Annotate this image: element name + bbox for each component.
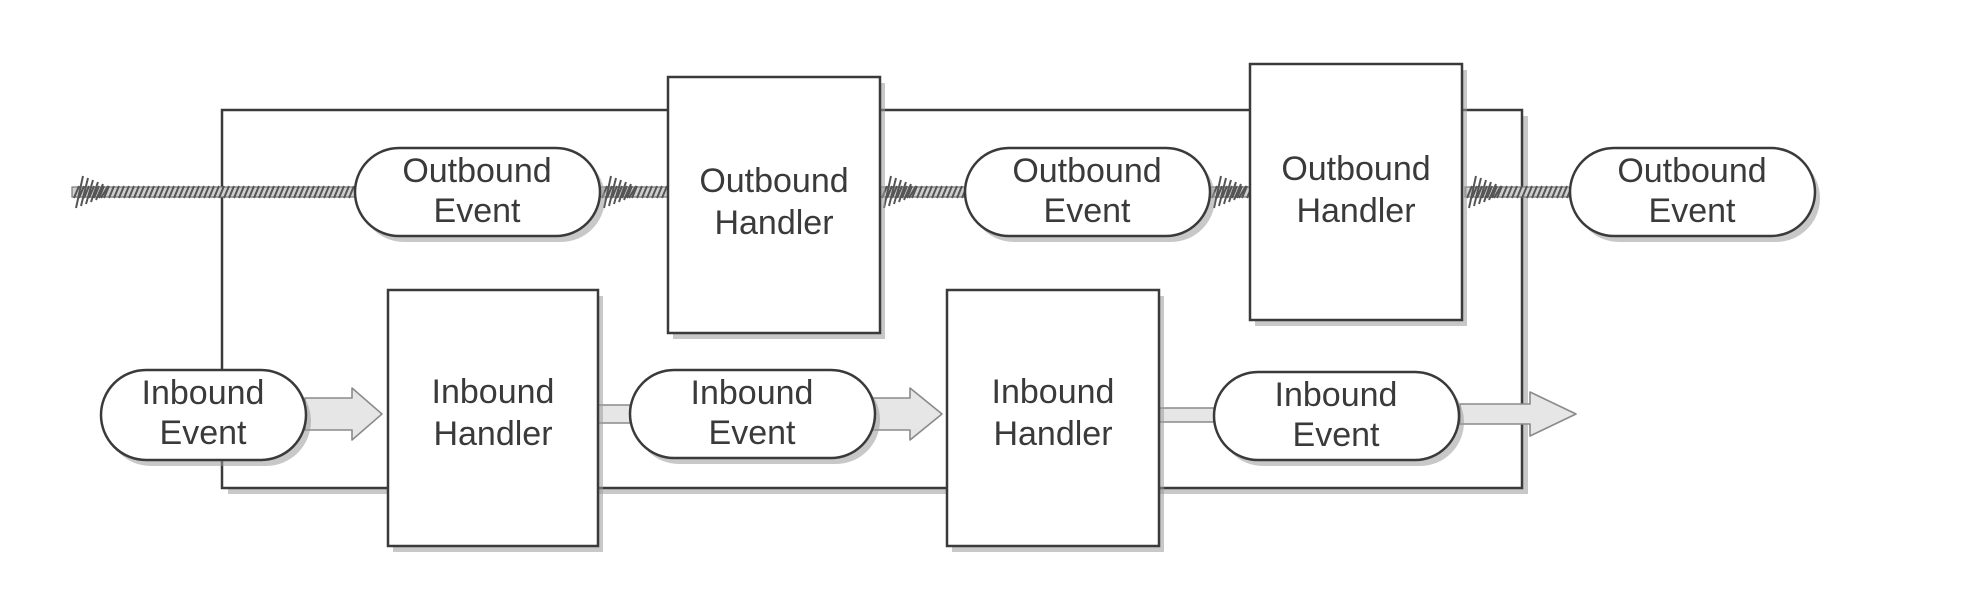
- inbound-handler-1-line2: Handler: [433, 415, 552, 453]
- inbound-handler-2-line1: Inbound: [992, 373, 1115, 411]
- outbound-handler-1-line2: Handler: [714, 204, 833, 242]
- inbound-event-2: Inbound Event: [628, 368, 880, 464]
- outbound-event-1: Outbound Event: [353, 146, 605, 242]
- outbound-event-3: Outbound Event: [1568, 146, 1820, 242]
- inbound-arrow-3: [872, 387, 943, 441]
- outbound-handler-1: Outbound Handler: [666, 75, 885, 339]
- inbound-event-3-line1: Inbound: [1275, 376, 1398, 414]
- inbound-event-3-line2: Event: [1293, 416, 1380, 454]
- outbound-event-1-line1: Outbound: [402, 152, 551, 190]
- outbound-event-2-line2: Event: [1044, 192, 1131, 230]
- hatched-connector-4: [1464, 175, 1573, 209]
- inbound-handler-2-line2: Handler: [993, 415, 1112, 453]
- inbound-event-1: Inbound Event: [99, 368, 311, 466]
- inbound-handler-2: Inbound Handler: [945, 288, 1164, 552]
- inbound-event-2-line2: Event: [709, 414, 796, 452]
- outbound-handler-2: Outbound Handler: [1248, 62, 1467, 326]
- inbound-event-2-line1: Inbound: [691, 374, 814, 412]
- outbound-event-2-line1: Outbound: [1012, 152, 1161, 190]
- outbound-event-1-line2: Event: [434, 192, 521, 230]
- inbound-arrow-exit: [1459, 391, 1577, 437]
- inbound-arrow-4: [1157, 407, 1215, 423]
- outbound-event-3-line2: Event: [1649, 192, 1736, 230]
- outbound-handler-2-line1: Outbound: [1281, 150, 1430, 188]
- inbound-event-3: Inbound Event: [1212, 370, 1464, 466]
- inbound-arrow-1: [304, 387, 383, 441]
- inbound-event-1-line2: Event: [160, 414, 247, 452]
- outbound-event-3-line1: Outbound: [1617, 152, 1766, 190]
- inbound-handler-1-line1: Inbound: [432, 373, 555, 411]
- inbound-handler-1: Inbound Handler: [386, 288, 603, 552]
- outbound-event-2: Outbound Event: [963, 146, 1215, 242]
- outbound-handler-1-line1: Outbound: [699, 162, 848, 200]
- inbound-flow-connectors: [304, 387, 1577, 441]
- outbound-handler-2-line2: Handler: [1296, 192, 1415, 230]
- inbound-event-1-line1: Inbound: [142, 374, 265, 412]
